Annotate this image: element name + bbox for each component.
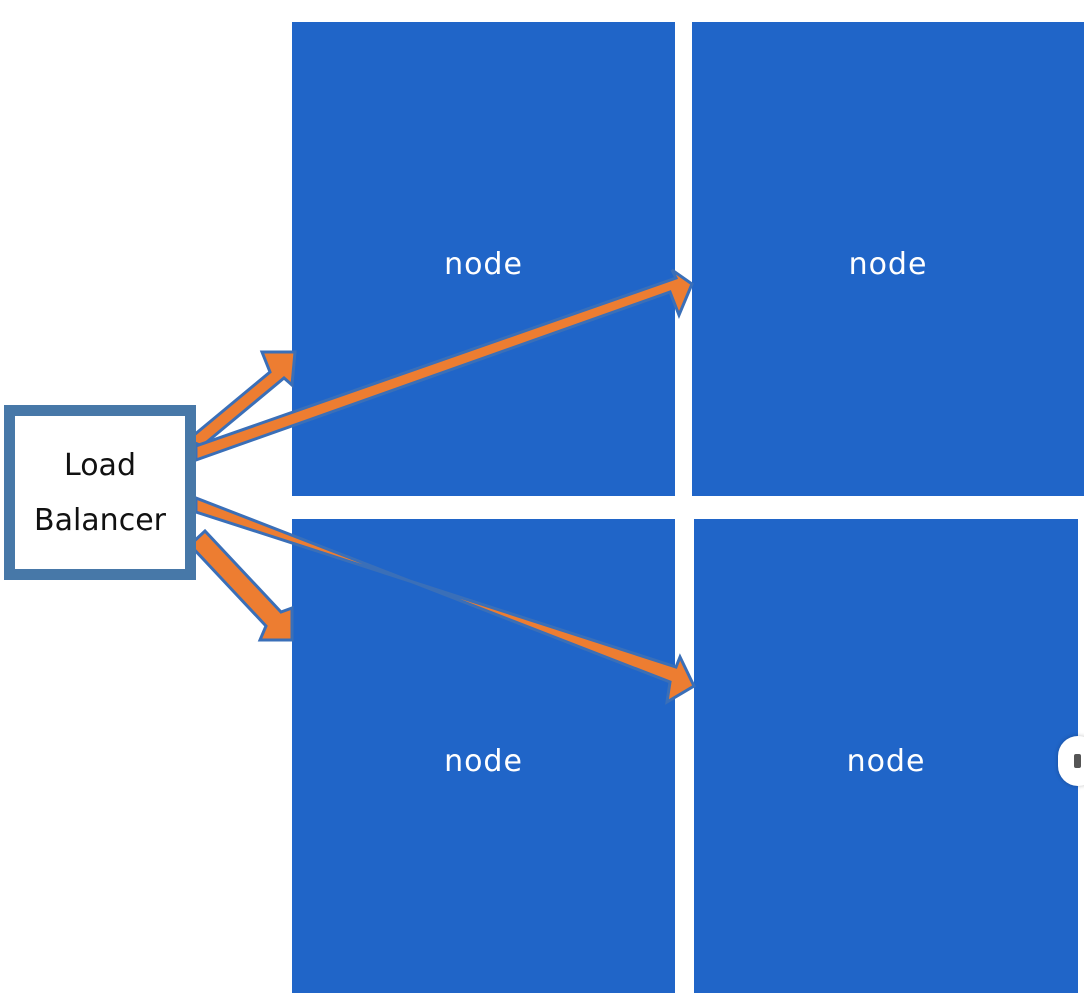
arrow-to-node-bottom-left (187, 528, 294, 642)
arrow-to-node-top-left (185, 350, 297, 448)
load-balancer-label-line1: Load (64, 447, 136, 483)
node-bottom-right-label: node (846, 744, 926, 779)
arrow-to-node-bottom-right (194, 495, 696, 705)
node-bottom-left: node (292, 519, 675, 993)
arrow-to-node-top-right (194, 268, 694, 463)
node-bottom-right: node (694, 519, 1078, 993)
load-balancer-label-line2: Balancer (34, 502, 166, 538)
node-top-left: node (292, 22, 675, 496)
node-top-left-label: node (444, 247, 523, 282)
node-top-right: node (692, 22, 1084, 496)
node-bottom-left-label: node (444, 744, 523, 779)
scroll-handle[interactable] (1058, 736, 1084, 786)
load-balancer-box: Load Balancer (4, 405, 196, 580)
node-top-right-label: node (848, 247, 928, 282)
